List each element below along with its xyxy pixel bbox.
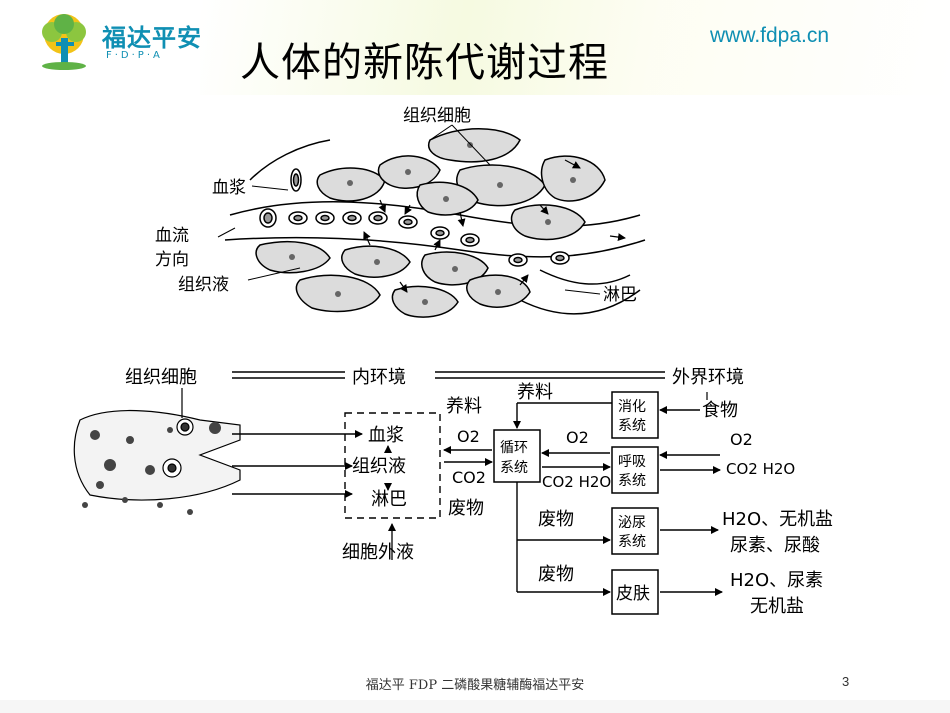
skin-box (611, 569, 659, 615)
label-extracellular-fluid: 细胞外液 (342, 542, 414, 563)
label-food: 食物 (702, 400, 738, 421)
logo-name: 福达平安 (102, 24, 202, 52)
label-skin: 皮肤 (616, 584, 650, 604)
tissue-cell (428, 128, 521, 163)
label-o2-right: O2 (730, 430, 753, 449)
label-o2-left: O2 (457, 427, 480, 446)
tissue-illustration (217, 124, 646, 318)
urinary-system-box (611, 507, 659, 555)
footer-band (0, 700, 950, 713)
header-background (200, 0, 950, 95)
label-waste-left: 废物 (448, 498, 484, 519)
footer-text: 福达平 FDP 二磷酸果糖辅酶福达平安 (365, 678, 585, 693)
label-external-env: 外界环境 (672, 367, 744, 388)
label-circulatory-1: 循环 (500, 440, 528, 456)
logo-tagline: F·D·P·A (106, 50, 163, 61)
label-lymph: 淋巴 (371, 489, 407, 510)
label-circulatory-2: 系统 (500, 460, 528, 476)
label-plasma-top: 血浆 (212, 178, 246, 198)
label-sweat-1: H2O、尿素 (730, 570, 823, 591)
label-nutrients-left: 养料 (446, 396, 482, 417)
label-lymph-top: 淋巴 (603, 285, 637, 305)
label-urinary-1: 泌尿 (618, 515, 646, 531)
label-tissue-cell-top: 组织细胞 (403, 106, 471, 126)
red-blood-cells (259, 168, 570, 267)
circulatory-system-box (493, 429, 541, 483)
label-co2-left: CO2 (452, 468, 486, 487)
label-waste-2: 废物 (538, 564, 574, 585)
label-tissue-cell: 组织细胞 (125, 367, 197, 388)
label-tissue-fluid-top: 组织液 (178, 275, 229, 295)
respiratory-system-box (611, 446, 659, 494)
label-tissue-fluid: 组织液 (352, 456, 406, 477)
label-urine-2: 尿素、尿酸 (730, 535, 820, 556)
label-plasma: 血浆 (368, 425, 404, 446)
label-blood-flow-1: 血流 (155, 226, 189, 246)
slide-title: 人体的新陈代谢过程 (240, 40, 609, 86)
website-url[interactable]: www.fdpa.cn (710, 24, 830, 47)
label-nutrients-top: 养料 (517, 382, 553, 403)
label-blood-flow-2: 方向 (155, 250, 189, 270)
label-digestive-2: 系统 (618, 418, 646, 434)
label-respiratory-1: 呼吸 (618, 454, 646, 470)
label-co2-h2o-mid: CO2 H2O (542, 473, 611, 491)
label-o2-mid: O2 (566, 428, 589, 447)
label-internal-env: 内环境 (352, 367, 406, 388)
label-urinary-2: 系统 (618, 534, 646, 550)
label-co2-h2o-right: CO2 H2O (726, 460, 795, 478)
digestive-system-box (611, 391, 659, 439)
label-waste-1: 废物 (538, 509, 574, 530)
cell-cluster-sketch (73, 388, 241, 515)
company-logo: 福达平安 F·D·P·A (34, 12, 224, 72)
extracellular-fluid-box (344, 412, 441, 519)
flow-diagram: 组织细胞 内环境 外界环境 (73, 367, 833, 617)
label-digestive-1: 消化 (618, 399, 646, 415)
tree-logo-icon (42, 14, 86, 70)
label-respiratory-2: 系统 (618, 473, 646, 489)
label-urine-1: H2O、无机盐 (722, 509, 833, 530)
page-number: 3 (842, 674, 850, 689)
label-sweat-2: 无机盐 (750, 596, 804, 617)
